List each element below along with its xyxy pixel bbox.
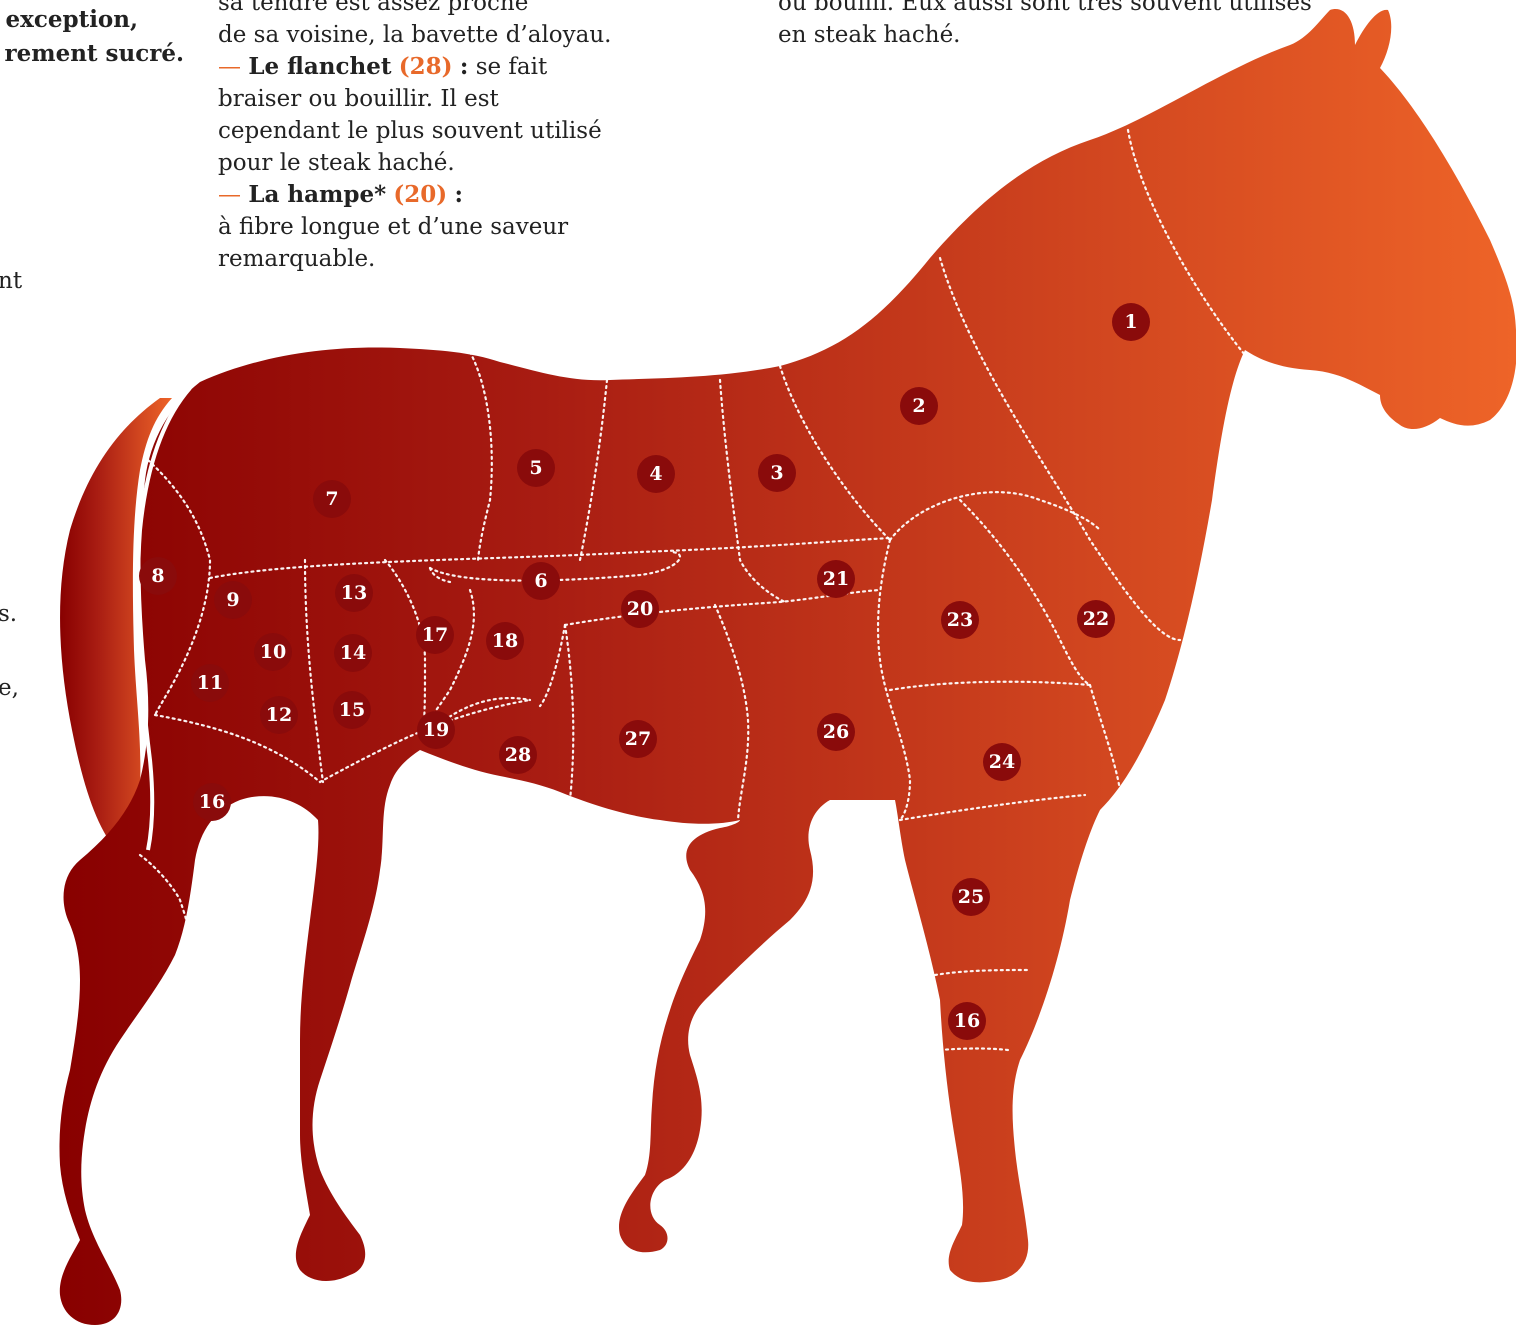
cut-badge-25: 25 xyxy=(952,878,990,916)
cut-badge-23: 23 xyxy=(941,601,979,639)
cut-badge-1: 1 xyxy=(1112,303,1150,341)
cut-badge-28-label: 28 xyxy=(505,744,531,766)
cut-badge-24-label: 24 xyxy=(989,751,1015,773)
cut-badge-11: 11 xyxy=(191,664,229,702)
cut-badge-3-label: 3 xyxy=(770,462,783,484)
cut-badge-10: 10 xyxy=(254,633,292,671)
cut-badge-20: 20 xyxy=(621,590,659,628)
cut-badge-23-label: 23 xyxy=(947,609,973,631)
cut-badge-19-label: 19 xyxy=(423,719,449,741)
cut-badge-25-label: 25 xyxy=(958,886,984,908)
cut-badge-9: 9 xyxy=(214,581,252,619)
cut-badge-3: 3 xyxy=(758,454,796,492)
cut-badge-2: 2 xyxy=(900,387,938,425)
cut-badge-22: 22 xyxy=(1077,600,1115,638)
cut-badge-18: 18 xyxy=(486,622,524,660)
cut-badge-2-label: 2 xyxy=(912,395,925,417)
cut-badge-27-label: 27 xyxy=(625,728,651,750)
cut-badge-17-label: 17 xyxy=(422,624,448,646)
cut-badge-5: 5 xyxy=(517,449,555,487)
cut-badge-19: 19 xyxy=(417,711,455,749)
cut-badge-24: 24 xyxy=(983,743,1021,781)
cut-badge-17: 17 xyxy=(416,616,454,654)
cut-badge-13-label: 13 xyxy=(341,582,367,604)
cut-badge-15: 15 xyxy=(333,691,371,729)
cut-badge-13: 13 xyxy=(335,574,373,612)
cut-badge-27: 27 xyxy=(619,720,657,758)
cut-badge-15-label: 15 xyxy=(339,699,365,721)
cut-badge-28: 28 xyxy=(499,736,537,774)
cut-badge-16-front-label: 16 xyxy=(954,1010,980,1032)
cut-badge-21-label: 21 xyxy=(823,568,849,590)
cut-badge-12-label: 12 xyxy=(266,704,292,726)
cut-badge-12: 12 xyxy=(260,696,298,734)
cut-badge-18-label: 18 xyxy=(492,630,518,652)
cut-badge-22-label: 22 xyxy=(1083,608,1109,630)
cut-badge-10-label: 10 xyxy=(260,641,286,663)
cut-badge-11-label: 11 xyxy=(197,672,223,694)
cut-badge-20-label: 20 xyxy=(627,598,653,620)
cut-badge-4: 4 xyxy=(637,455,675,493)
cut-badge-14-label: 14 xyxy=(340,642,366,664)
cut-badge-26-label: 26 xyxy=(823,721,849,743)
cut-badge-16: 16 xyxy=(193,783,231,821)
cut-badge-7: 7 xyxy=(313,480,351,518)
cut-badge-5-label: 5 xyxy=(529,457,542,479)
cut-badge-16-front: 16 xyxy=(948,1002,986,1040)
cut-badge-26: 26 xyxy=(817,713,855,751)
cut-badge-4-label: 4 xyxy=(649,463,662,485)
cut-badge-6: 6 xyxy=(522,562,560,600)
cut-badge-16-label: 16 xyxy=(199,791,225,813)
cut-badge-8: 8 xyxy=(139,557,177,595)
cut-badge-8-label: 8 xyxy=(151,565,164,587)
cut-badge-7-label: 7 xyxy=(325,488,338,510)
cut-badge-21: 21 xyxy=(817,560,855,598)
cut-badge-1-label: 1 xyxy=(1124,311,1137,333)
cut-badge-9-label: 9 xyxy=(226,589,239,611)
cut-badge-6-label: 6 xyxy=(534,570,547,592)
cut-badge-14: 14 xyxy=(334,634,372,672)
